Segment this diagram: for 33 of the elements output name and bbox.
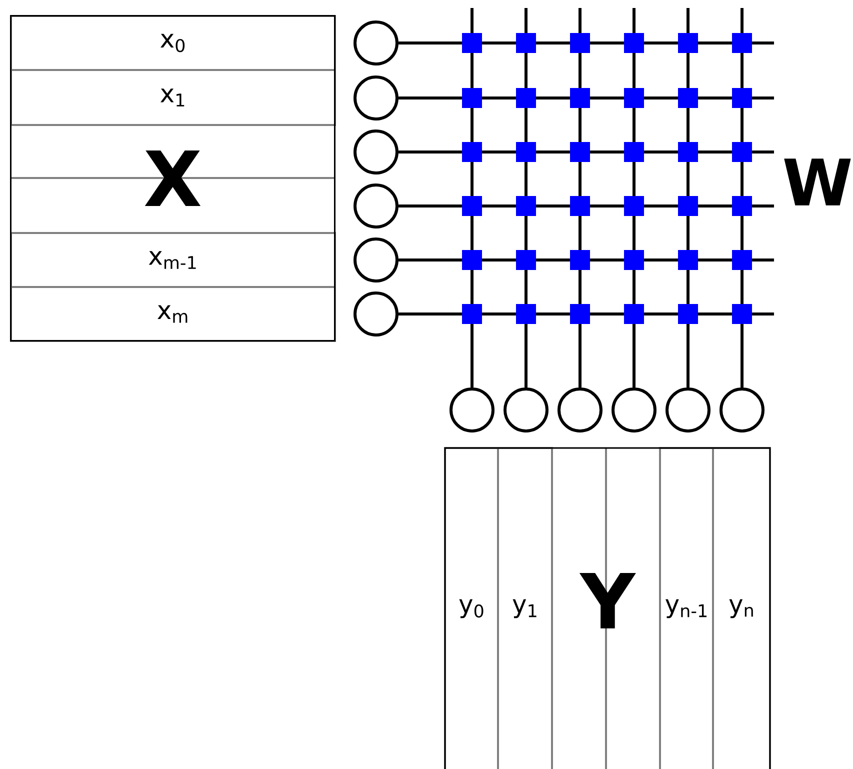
wire-line: [524, 8, 528, 388]
wire-line: [398, 96, 774, 100]
vector-cell: x$_{m-1}$: [10, 232, 336, 288]
vector-cell: y$_{0}$: [444, 447, 499, 769]
vector-cell: y$_{1}$: [497, 447, 553, 769]
wire-line: [632, 8, 636, 388]
neuron-circle: [354, 76, 398, 120]
vector-cell: x$_{1}$: [10, 69, 336, 126]
wire-line: [398, 312, 774, 316]
wire-line: [686, 8, 690, 388]
neuron-circle: [450, 388, 494, 432]
wire-line: [398, 150, 774, 154]
neuron-circle: [612, 388, 656, 432]
vector-cell: y$_{n}$: [712, 447, 771, 769]
vector-cell: y$_{n-1}$: [659, 447, 714, 769]
wire-line: [578, 8, 582, 388]
neuron-circle: [354, 238, 398, 282]
wire-line: [398, 42, 774, 44]
neuron-circle: [504, 388, 548, 432]
neuron-circle: [354, 184, 398, 228]
vector-cell: x$_{m}$: [10, 286, 336, 342]
wire-line: [740, 8, 744, 388]
matrix-label: W: [784, 158, 851, 206]
neuron-circle: [666, 388, 710, 432]
neuron-circle: [720, 388, 764, 432]
neuron-circle: [354, 292, 398, 336]
wire-line: [398, 258, 774, 262]
wire-line: [470, 8, 474, 388]
neuron-circle: [354, 20, 398, 66]
wire-line: [398, 204, 774, 208]
vector-cell: x$_{0}$: [10, 15, 336, 71]
neuron-circle: [354, 130, 398, 174]
neuron-circle: [558, 388, 602, 432]
